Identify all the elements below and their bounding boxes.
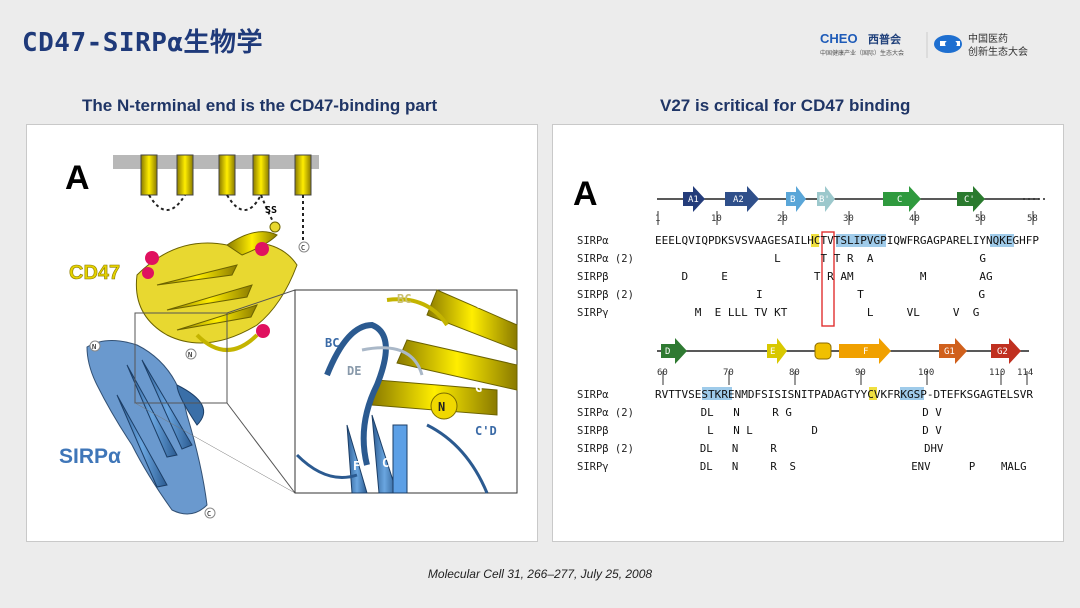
svg-text:SIRPα (2): SIRPα (2): [577, 407, 634, 419]
alignment-rows-block2: SIRPα RVTTVSESTKRENMDFSISISNITPADAGTYYCV…: [577, 389, 1034, 473]
transmembrane-helices: [140, 154, 312, 196]
svg-text:DL N R G: DL N R G D V: [655, 407, 1033, 419]
sirpa-domain: [86, 340, 208, 515]
svg-text:L T T R A: L T T R A G: [655, 253, 1039, 265]
structure-figure: A SS CD47: [59, 154, 518, 519]
highlights-block2: [702, 387, 924, 400]
loop-lines: [148, 194, 304, 243]
svg-text:G1: G1: [944, 347, 955, 357]
innovation-logo-line2: 创新生态大会: [968, 45, 1028, 58]
svg-text:L N L D: L N L D D V: [655, 425, 1033, 437]
svg-text:30: 30: [843, 214, 854, 224]
svg-text:C: C: [475, 297, 482, 311]
svg-text:C': C': [964, 195, 975, 205]
svg-text:I T: I T G: [655, 289, 1039, 301]
svg-text:E: E: [770, 347, 775, 357]
sirpa-n-terminus: N: [92, 343, 96, 351]
svg-text:EEELQVIQPDKSVSVAAGESAILHCTVTSL: EEELQVIQPDKSVSVAAGESAILHCTVTSLIPVGPIQWFR…: [655, 235, 1039, 247]
svg-text:90: 90: [855, 368, 866, 378]
svg-text:SIRPγ: SIRPγ: [577, 307, 609, 319]
disulfide-label: SS: [265, 205, 277, 216]
svg-text:C: C: [897, 195, 902, 205]
conference-logos: CHEO 西普会 中国健康产业（国际）生态大会 中国医药 创新生态大会: [820, 31, 1028, 58]
cheo-logo-sub: 中国健康产业（国际）生态大会: [820, 49, 904, 57]
cd47-label: CD47: [69, 262, 120, 284]
svg-text:DL N R: DL N R DHV: [655, 443, 1033, 455]
svg-text:50: 50: [975, 214, 986, 224]
svg-text:F: F: [863, 347, 868, 357]
svg-text:G: G: [325, 438, 332, 452]
innovation-logo-icon: [934, 35, 962, 53]
svg-text:F: F: [475, 339, 482, 353]
svg-text:SIRPα (2): SIRPα (2): [577, 253, 634, 265]
svg-text:BC: BC: [397, 292, 411, 306]
residue-ticks-block1: 1 10 20 30 40 50 58: [655, 211, 1038, 225]
svg-text:114: 114: [1017, 368, 1033, 378]
svg-text:10: 10: [711, 214, 722, 224]
svg-text:DL N R S: DL N R S ENV P MALG: [655, 461, 1033, 473]
zoom-inset-labels: BC DE C F G N G F C C'D BC: [325, 292, 497, 473]
slide-title: CD47-SIRPα生物学: [22, 28, 264, 58]
svg-text:DE: DE: [347, 364, 361, 378]
svg-text:M E LLL TV KT L: M E LLL TV KT L VL V G: [655, 307, 1039, 319]
svg-text:SIRPβ: SIRPβ: [577, 271, 609, 283]
innovation-logo-line1: 中国医药: [968, 32, 1008, 45]
svg-text:40: 40: [909, 214, 920, 224]
svg-text:70: 70: [723, 368, 734, 378]
svg-text:C'D: C'D: [475, 424, 497, 438]
citation: Molecular Cell 31, 266–277, July 25, 200…: [427, 567, 653, 581]
svg-text:F: F: [353, 459, 360, 473]
alignment-panel: A A1 A2 B B' C C' 1 10 20 30: [552, 124, 1064, 542]
zoom-region-box: [134, 312, 228, 404]
zoom-inset: [294, 289, 518, 494]
strand-labels-block1: A1 A2 B B' C C': [688, 195, 975, 205]
sirpa-label: SIRPα: [59, 445, 121, 468]
residue-ticks-block2: 60 70 80 90 100 110 114: [657, 368, 1033, 385]
svg-text:A2: A2: [733, 195, 744, 205]
svg-text:G2: G2: [997, 347, 1008, 357]
svg-text:60: 60: [657, 368, 668, 378]
svg-text:110: 110: [989, 368, 1005, 378]
cd47-n-terminus: N: [188, 351, 192, 359]
glycan-sphere: [145, 251, 159, 265]
svg-text:58: 58: [1027, 214, 1038, 224]
svg-text:A1: A1: [688, 195, 699, 205]
svg-text:SIRPα: SIRPα: [577, 235, 609, 247]
svg-text:100: 100: [918, 368, 934, 378]
svg-text:G: G: [475, 381, 482, 395]
strand-labels-block2: D E F G1 G2: [665, 347, 1008, 357]
svg-text:SIRPα: SIRPα: [577, 389, 609, 401]
cd47-domain: [135, 231, 298, 352]
alignment-rows-block1: SIRPα EEELQVIQPDKSVSVAAGESAILHCTVTSLIPVG…: [577, 235, 1039, 319]
svg-text:D: D: [665, 347, 670, 357]
svg-text:RVTTVSESTKRENMDFSISISNITPADAGT: RVTTVSESTKRENMDFSISISNITPADAGTYYCVKFRKGS…: [655, 389, 1034, 401]
figure-letter-left: A: [65, 159, 90, 197]
figure-letter-right: A: [573, 175, 598, 213]
svg-text:D E T R AM: D E T R AM M AG: [655, 271, 1039, 283]
alignment-figure: A A1 A2 B B' C C' 1 10 20 30: [573, 175, 1047, 473]
v27-highlight-box: [821, 231, 835, 327]
svg-text:B': B': [819, 195, 830, 205]
svg-text:1: 1: [655, 214, 660, 224]
svg-text:N: N: [438, 400, 445, 414]
svg-text:SIRPγ: SIRPγ: [577, 461, 609, 473]
cheo-logo-cn: 西普会: [868, 32, 902, 46]
strands-block1: [683, 186, 985, 212]
svg-text:20: 20: [777, 214, 788, 224]
sirpa-c-terminus: C: [207, 510, 211, 518]
right-heading: V27 is critical for CD47 binding: [660, 96, 911, 115]
svg-text:SIRPβ: SIRPβ: [577, 425, 609, 437]
svg-text:80: 80: [789, 368, 800, 378]
left-heading: The N-terminal end is the CD47-binding p…: [82, 96, 438, 115]
svg-text:SIRPβ (2): SIRPβ (2): [577, 443, 634, 455]
svg-text:BC: BC: [325, 336, 339, 350]
highlights-block1: [811, 231, 1014, 327]
svg-text:SIRPβ (2): SIRPβ (2): [577, 289, 634, 301]
structure-figure-panel: A SS CD47: [26, 124, 538, 542]
cheo-logo-brand: CHEO: [820, 31, 858, 46]
svg-text:B: B: [790, 195, 795, 205]
svg-text:C: C: [382, 456, 389, 470]
strands-block2: [661, 338, 1021, 364]
cd47-c-terminus: C: [301, 244, 305, 252]
